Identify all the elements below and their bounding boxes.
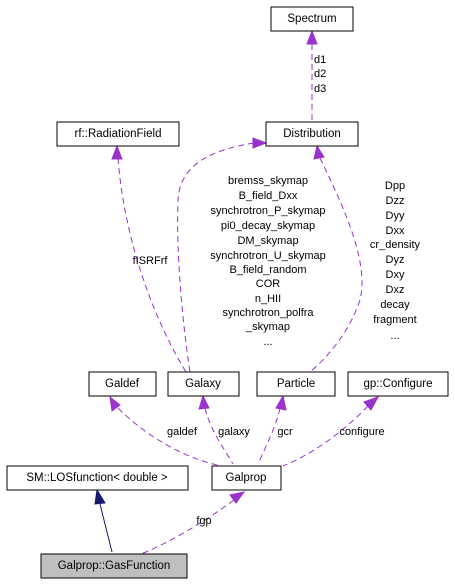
node-radiation-field[interactable]: rf::RadiationField: [56, 121, 180, 147]
edge-label-gcr: gcr: [277, 426, 293, 438]
node-galprop[interactable]: Galprop: [211, 465, 282, 491]
edge-label-galdef: galdef: [167, 426, 198, 438]
edge-label-galaxy: galaxy: [218, 426, 250, 438]
edge-galaxy-galprop: galaxy: [198, 394, 250, 465]
node-configure[interactable]: gp::Configure: [347, 371, 449, 397]
node-spectrum[interactable]: Spectrum: [270, 6, 354, 32]
edge-label-fisrfrf: fISRFrf: [133, 255, 169, 267]
edge-losfunction-gasfunction: [94, 488, 113, 553]
edge-particle-galprop: gcr: [257, 394, 293, 465]
node-distribution[interactable]: Distribution: [265, 121, 359, 147]
edge-label: Dxx: [386, 225, 405, 237]
node-gasfunction[interactable]: Galprop::GasFunction: [40, 553, 188, 579]
node-galaxy[interactable]: Galaxy: [167, 371, 240, 397]
edge-radiationfield-galaxy: fISRFrf: [111, 144, 187, 373]
edge-label: Dyy: [386, 210, 405, 222]
edge-label: Dxz: [386, 284, 405, 296]
node-particle[interactable]: Particle: [256, 371, 336, 397]
edge-label-d2: d2: [314, 68, 326, 80]
node-losfunction[interactable]: SM::LOSfunction< double >: [6, 465, 189, 491]
edge-label-configure: configure: [339, 426, 384, 438]
edge-label-d3: d3: [314, 83, 326, 95]
edge-configure-galprop: configure: [282, 396, 385, 467]
edge-label: _skymap: [245, 321, 290, 333]
edge-label-d1: d1: [314, 54, 326, 66]
edge-label: synchrotron_polfra: [222, 307, 314, 319]
node-label: Spectrum: [287, 13, 336, 25]
edge-label: decay: [380, 299, 410, 311]
edge-label: ...: [263, 336, 272, 348]
edge-galprop-gasfunction: fgp: [135, 491, 246, 557]
edge-label: fragment: [373, 314, 416, 326]
edge-label: pi0_decay_skymap: [221, 220, 315, 232]
edge-labels-distribution-galaxy: bremss_skymap B_field_Dxx synchrotron_P_…: [210, 175, 326, 348]
node-label: SM::LOSfunction< double >: [26, 472, 168, 484]
edge-label: B_field_random: [229, 264, 306, 276]
edge-label: Dxy: [386, 269, 405, 281]
edge-label: bremss_skymap: [228, 175, 308, 187]
node-label: rf::RadiationField: [75, 128, 162, 140]
edge-label: synchrotron_P_skymap: [211, 205, 326, 217]
node-label: Distribution: [283, 128, 341, 140]
edge-label: COR: [256, 278, 281, 290]
edge-label: cr_density: [370, 239, 421, 251]
edge-label: B_field_Dxx: [239, 190, 298, 202]
edge-label: ...: [390, 330, 399, 342]
edge-label: Dyz: [386, 254, 405, 266]
edge-distribution-particle: [309, 144, 363, 373]
edge-label-fgp: fgp: [196, 515, 211, 527]
node-label: Galdef: [105, 378, 140, 390]
edge-label: Dzz: [386, 195, 405, 207]
node-label: Particle: [277, 378, 315, 390]
node-label: Galaxy: [185, 378, 221, 390]
node-label: gp::Configure: [363, 378, 432, 390]
edge-distribution-galaxy: [177, 137, 268, 373]
node-label: Galprop: [226, 472, 267, 484]
edge-labels-distribution-particle: Dpp Dzz Dyy Dxx cr_density Dyz Dxy Dxz d…: [370, 180, 421, 342]
node-galdef[interactable]: Galdef: [88, 371, 157, 397]
edge-label: Dpp: [385, 180, 405, 192]
edge-label: DM_skymap: [237, 235, 298, 247]
edge-label: n_HII: [255, 293, 281, 305]
edge-spectrum-distribution: d1 d2 d3: [306, 29, 326, 122]
edge-label: synchrotron_U_skymap: [210, 250, 326, 262]
edge-galdef-galprop: galdef: [109, 395, 223, 467]
node-label: Galprop::GasFunction: [58, 560, 171, 572]
